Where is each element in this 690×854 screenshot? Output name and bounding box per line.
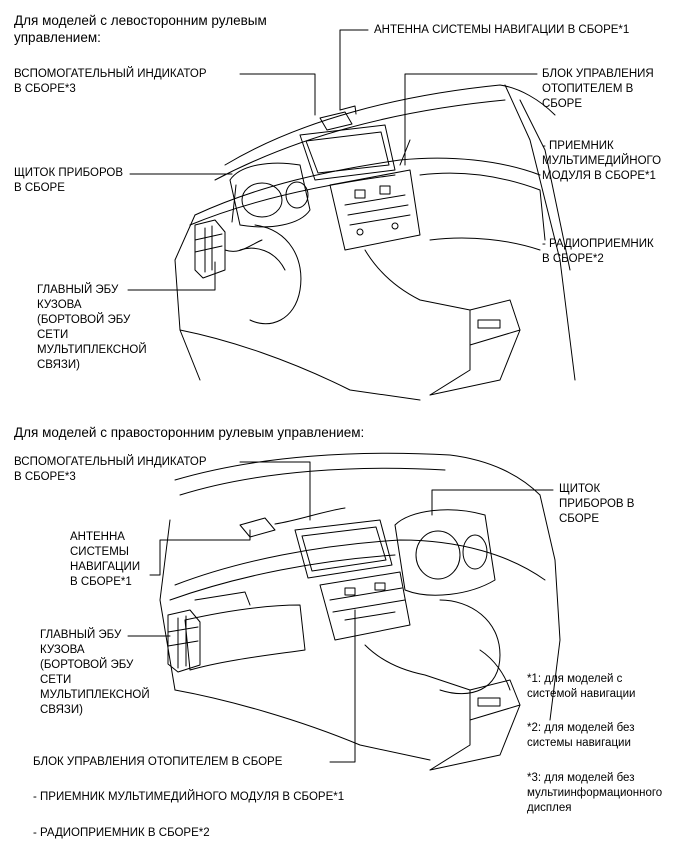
bottom-radio-label: - РАДИОПРИЕМНИК В СБОРЕ*2: [33, 827, 210, 839]
bottom-cluster-label: ЩИТОК ПРИБОРОВ В СБОРЕ: [559, 483, 635, 525]
bottom-main-ecu-label: ГЛАВНЫЙ ЭБУ КУЗОВА (БОРТОВОЙ ЭБУ СЕТИ МУ…: [40, 629, 150, 716]
top-radio-label: - РАДИОПРИЕМНИК В СБОРЕ*2: [542, 238, 654, 265]
bottom-nav-antenna-label: АНТЕННА СИСТЕМЫ НАВИГАЦИИ В СБОРЕ*1: [70, 531, 141, 588]
top-multimedia-label: - ПРИЕМНИК МУЛЬТИМЕДИЙНОГО МОДУЛЯ В СБОР…: [542, 140, 662, 182]
bottom-dashboard-drawing: [159, 452, 561, 771]
top-dashboard-drawing: [174, 84, 576, 401]
top-main-ecu-label: ГЛАВНЫЙ ЭБУ КУЗОВА (БОРТОВОЙ ЭБУ СЕТИ МУ…: [37, 284, 147, 371]
top-heading: Для моделей с левосторонним рулевым упра…: [14, 13, 267, 45]
bottom-aux-indicator-label: ВСПОМОГАТЕЛЬНЫЙ ИНДИКАТОР В СБОРЕ*3: [14, 456, 207, 483]
bottom-multimedia-label: - ПРИЕМНИК МУЛЬТИМЕДИЙНОГО МОДУЛЯ В СБОР…: [33, 791, 345, 803]
footnote-3: *3: для моделей без мультиинформационног…: [527, 772, 663, 814]
top-heater-block-label: БЛОК УПРАВЛЕНИЯ ОТОПИТЕЛЕМ В СБОРЕ: [542, 68, 654, 110]
bottom-heater-block-label: БЛОК УПРАВЛЕНИЯ ОТОПИТЕЛЕМ В СБОРЕ: [33, 756, 283, 768]
leader-lines: [127, 29, 554, 763]
top-cluster-label: ЩИТОК ПРИБОРОВ В СБОРЕ: [14, 167, 123, 194]
bottom-heading: Для моделей с правосторонним рулевым упр…: [14, 425, 365, 440]
top-aux-indicator-label: ВСПОМОГАТЕЛЬНЫЙ ИНДИКАТОР В СБОРЕ*3: [14, 68, 207, 95]
footnote-2: *2: для моделей без системы навигации: [527, 722, 635, 749]
top-nav-antenna-label: АНТЕННА СИСТЕМЫ НАВИГАЦИИ В СБОРЕ*1: [374, 24, 630, 36]
footnote-1: *1: для моделей с системой навигации: [527, 673, 636, 700]
